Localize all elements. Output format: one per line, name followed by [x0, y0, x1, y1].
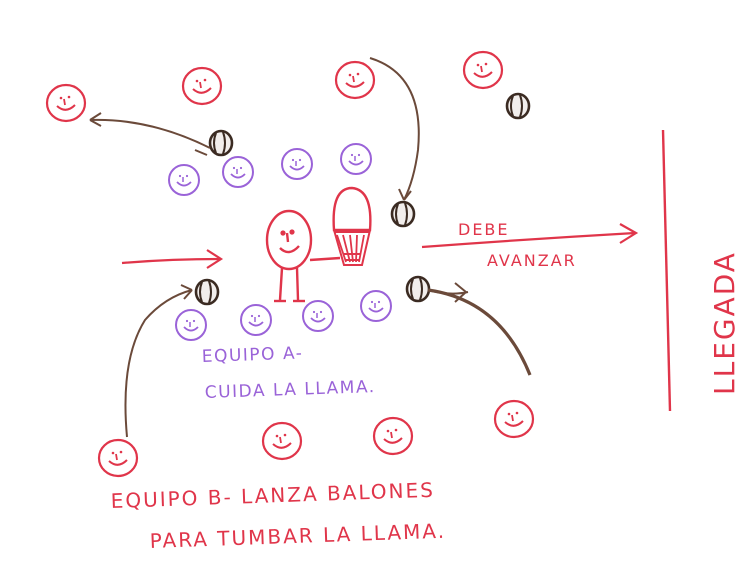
team-a-member-icon: [302, 300, 334, 332]
equipo-a-title: EQUIPO A-: [201, 343, 303, 367]
llegada-label: LLEGADA: [708, 251, 741, 395]
team-b-member-icon: [45, 83, 87, 123]
team-a-member-icon: [222, 156, 254, 188]
team-a-member-icon: [240, 304, 272, 336]
advance-arrow: [121, 249, 224, 269]
advance-arrow: [421, 223, 639, 249]
finish-line: [661, 129, 672, 412]
ball-icon: [208, 129, 234, 157]
ball-icon: [405, 275, 431, 303]
flame-icon: [332, 186, 372, 266]
team-b-member-icon: [261, 421, 303, 461]
player-stick-figure-icon: [265, 209, 341, 303]
team-b-member-icon: [97, 438, 139, 478]
throw-trajectory: [89, 57, 532, 438]
team-b-member-icon: [462, 50, 504, 90]
equipo-b-title: EQUIPO B- LANZA BALONES: [110, 478, 435, 513]
team-a-member-icon: [168, 164, 200, 196]
equipo-b-description: PARA TUMBAR LA LLAMA.: [149, 519, 446, 553]
team-a-member-icon: [360, 290, 392, 322]
team-b-member-icon: [372, 416, 414, 456]
team-a-member-icon: [175, 309, 207, 341]
ball-icon: [505, 92, 531, 120]
team-a-member-icon: [281, 148, 313, 180]
ball-icon: [390, 200, 416, 228]
team-b-member-icon: [181, 66, 223, 106]
team-a-member-icon: [340, 143, 372, 175]
ball-icon: [194, 278, 220, 306]
debe-label: DEBE: [458, 220, 510, 239]
equipo-a-description: CUIDA LA LLAMA.: [204, 377, 376, 403]
team-b-member-icon: [334, 60, 376, 100]
avanzar-label: AVANZAR: [487, 251, 577, 270]
team-b-member-icon: [493, 399, 535, 439]
